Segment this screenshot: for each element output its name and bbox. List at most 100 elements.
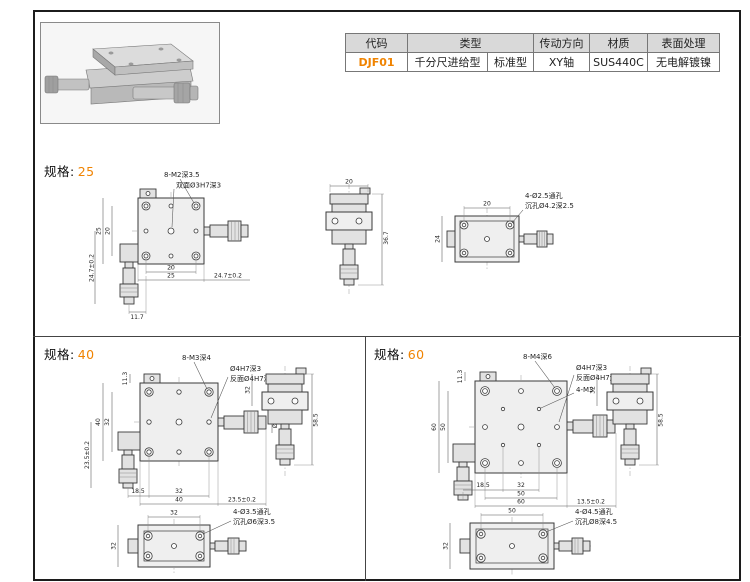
screw-holes [480,386,562,468]
spec25-title-size: 25 [77,164,95,179]
table-data-row: DJF01 千分尺进给型 标准型 XY轴 SUS440C 无电解镀镍 [345,52,720,72]
dim-bottom-inner: 32 [517,482,525,489]
table-header-row: 代码 类型 传动方向 材质 表面处理 [345,33,720,53]
dimensions: 32 58.5 [245,373,320,466]
spec25-front-view: 20 25 24.7±0.2 11.7 20 25 24.7±0.2 8-M2深… [89,170,250,320]
callout-tapped-holes: 8-M3深4 [182,353,211,362]
spec25-top-view: 20 24 4-Ø2.5通孔 沉孔Ø4.2深2.5 [435,191,574,270]
product-photo-frame [40,22,220,124]
spec40-title-size: 40 [77,347,95,362]
side-body [261,367,309,425]
spec25-title: 规格:25 [44,161,95,180]
x-micrometer [553,537,591,555]
callout-pin-back: 反面Ø4H7深4 [230,374,276,383]
dim-top: 20 [483,201,491,208]
callout-through-holes: 4-Ø3.5通孔 [233,507,271,516]
side-body [325,187,373,245]
photo-left-micrometer [44,75,90,94]
dim-bottom-offset: 23.5±0.2 [228,497,256,504]
side-bracket [127,538,139,554]
callout-pin-front: Ø4H7深3 [576,363,607,372]
x-micrometer [209,537,247,555]
header-finish: 表面处理 [647,33,720,53]
spec60-bottom-view: 50 32 4-Ø4.5通孔 沉孔Ø8深4.5 [443,507,617,575]
y-micrometer [119,243,139,305]
dim-bottom-inner: 20 [167,265,175,272]
photo-front-micrometer [132,82,199,104]
dimensions: 32 32 [111,510,201,567]
spec40-side-view: 32 58.5 [245,366,320,476]
spec25-side-view: 20 36.7 [325,179,390,294]
spec60-side-view: 32 58.5 [590,366,665,476]
callouts: 4-Ø2.5通孔 沉孔Ø4.2深2.5 [511,191,574,224]
side-micrometer [339,243,359,286]
x-micrometer [217,410,267,434]
dimensions: 50 32 [443,508,544,569]
dim-left-top: 11.3 [457,370,464,384]
spec40-title: 规格:40 [44,344,95,363]
header-type: 类型 [407,33,534,53]
header-direction: 传动方向 [533,33,590,53]
dim-left-offset: 24.7±0.2 [89,254,96,282]
x-micrometer [203,220,249,242]
dimensions: 20 25 24.7±0.2 11.7 20 25 24.7±0.2 [89,198,250,320]
section-divider-horizontal [33,336,741,337]
callout-tap-4m3: 4-M3 [576,386,593,394]
cell-material: SUS440C [589,52,648,72]
dimensions: 32 58.5 [590,373,665,466]
section-divider-vertical [365,336,366,581]
spec40-title-label: 规格: [44,347,75,362]
callout-pin-back: 反面Ø4H7深4 [576,373,622,382]
side-body [606,367,654,425]
callout-counterbore: 沉孔Ø8深4.5 [575,517,617,526]
dim-bottom-stroke: 18.5 [131,488,145,495]
dim-bottom-stroke: 11.7 [130,314,144,320]
side-bracket [446,230,456,248]
side-micrometer [620,423,640,466]
callout-tapped-holes: 8-M4深6 [523,352,552,361]
dim-left-outer: 60 [431,423,438,431]
cell-code: DJF01 [345,52,408,72]
header-code: 代码 [345,33,408,53]
callout-pin-hole: 双面Ø3H7深3 [176,181,221,190]
counterbore-holes [143,531,205,561]
product-photo [41,23,219,123]
spec-table: 代码 类型 传动方向 材质 表面处理 DJF01 千分尺进给型 标准型 XY轴 … [345,33,720,72]
y-micrometer [117,431,141,489]
spec60-title-size: 60 [407,347,425,362]
cell-finish: 无电解镀镍 [647,52,720,72]
dim-side-left: 32 [590,386,597,394]
callout-tapped-holes: 8-M2深3.5 [164,170,200,179]
dim-side-height: 58.5 [313,413,320,427]
spec60-title: 规格:60 [374,344,425,363]
dim-left-outer: 25 [96,227,103,235]
spec40-bottom-view: 32 32 4-Ø3.5通孔 沉孔Ø6深3.5 [111,507,275,573]
spec60-title-label: 规格: [374,347,405,362]
callouts: 4-Ø4.5通孔 沉孔Ø8深4.5 [545,507,617,533]
callout-counterbore: 沉孔Ø4.2深2.5 [525,201,574,210]
callout-through-holes: 4-Ø4.5通孔 [575,507,613,516]
cell-type-sub: 标准型 [487,52,534,72]
dim-left-offset: 23.5±0.2 [84,441,91,469]
callout-pin-front: Ø4H7深3 [230,364,261,373]
dim-bottom-outer: 40 [175,497,183,504]
dim-top: 32 [170,510,178,517]
dim-bottom-stroke: 18.5 [476,482,490,489]
dim-bottom-offset: 24.7±0.2 [214,273,242,280]
dim-side-top: 20 [345,179,353,186]
spec40-front-view: 11.3 32 40 23.5±0.2 Ø13 18.5 32 40 23.5±… [84,353,279,506]
callout-counterbore: 沉孔Ø6深3.5 [233,517,275,526]
dim-left: 24 [435,235,442,243]
screw-holes [144,387,214,457]
x-micrometer [566,414,616,438]
side-micrometer [275,423,295,466]
side-bracket [459,538,471,554]
dim-bottom-offset: 13.5±0.2 [577,499,605,506]
header-material: 材质 [589,33,648,53]
x-micrometer [518,230,554,248]
dim-side-height: 58.5 [658,413,665,427]
dim-left-outer: 40 [95,418,102,426]
dim-bottom-outer: 25 [167,273,175,280]
callouts: 4-Ø3.5通孔 沉孔Ø6深3.5 [202,507,275,535]
dim-left: 32 [443,542,450,550]
